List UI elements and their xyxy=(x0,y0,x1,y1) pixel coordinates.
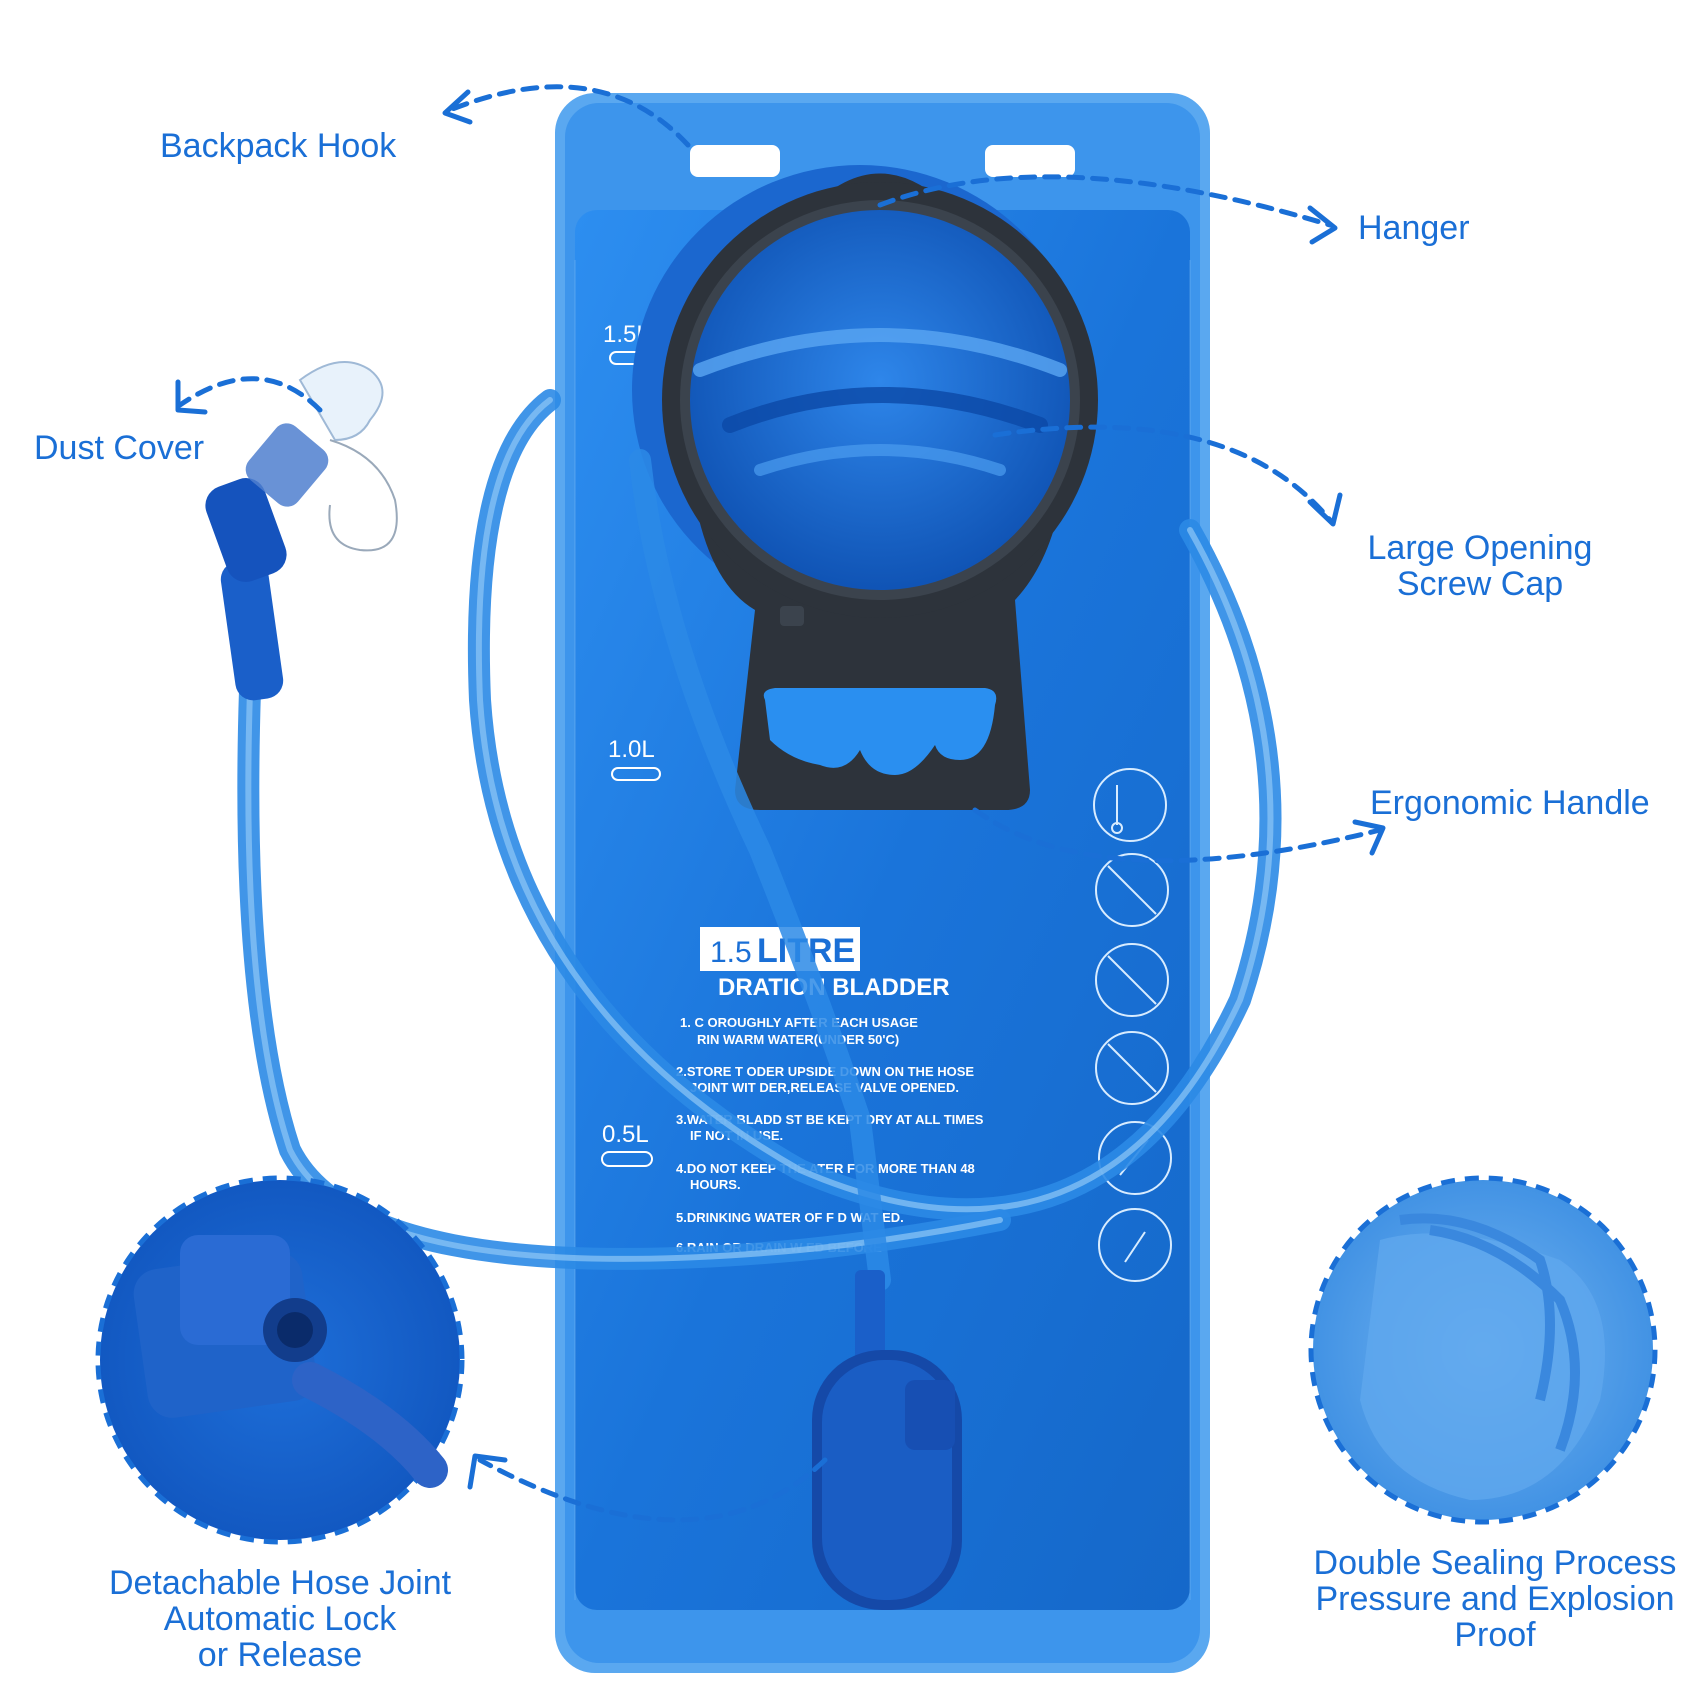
hanger-arrow xyxy=(877,174,1333,228)
instruction-line: 5.DRINKING WATER OF F D WAT ED. xyxy=(676,1210,904,1225)
dust-cover-cap xyxy=(298,361,384,442)
hanger-label: Hanger xyxy=(1358,209,1470,247)
double-sealing-detail xyxy=(1308,1175,1658,1525)
screw-cap-label-line: Screw Cap xyxy=(1396,565,1564,603)
quick-release-connector xyxy=(812,1270,962,1610)
backpack-hook-label: Backpack Hook xyxy=(160,127,397,165)
no-drinks-icon xyxy=(1095,943,1169,1017)
capacity-mark-1-0: 1.0L xyxy=(608,736,655,763)
hose-joint-label-line: Automatic Lock xyxy=(163,1600,397,1638)
instruction-line: 1. C OROUGHLY AFTER EACH USAGE xyxy=(680,1015,918,1030)
instruction-line: 4.DO NOT KEEP THE ATER FOR MORE THAN 48 xyxy=(676,1161,975,1176)
dust-cover-arrow xyxy=(177,376,323,413)
bite-valve xyxy=(205,361,398,701)
capacity-number: 1.5 xyxy=(710,936,752,969)
handle-arrow xyxy=(972,807,1383,864)
sealing-label: Double Sealing Process Pressure and Expl… xyxy=(1290,1545,1700,1653)
hose-joint-detail xyxy=(95,1175,465,1545)
screw-cap-label-line: Large Opening xyxy=(1367,529,1593,567)
instruction-line: 3.WATER BLADD ST BE KEPT DRY AT ALL TIME… xyxy=(676,1112,984,1127)
hose-connect-icon xyxy=(1098,1121,1172,1195)
instruction-line: HOURS. xyxy=(690,1177,741,1192)
sealing-label-line: Double Sealing Process xyxy=(1313,1544,1677,1582)
screw-cap-label: Large Opening Screw Cap xyxy=(1350,530,1610,602)
sealing-label-line: Proof xyxy=(1454,1616,1536,1654)
callout-arrows xyxy=(177,84,1383,1523)
temperature-icon xyxy=(1093,768,1167,842)
handle-label: Ergonomic Handle xyxy=(1370,784,1650,822)
dust-cover-label: Dust Cover xyxy=(34,429,205,467)
hose-joint-label: Detachable Hose Joint Automatic Lock or … xyxy=(70,1565,490,1673)
hose-joint-label-line: Detachable Hose Joint xyxy=(108,1564,452,1602)
capacity-mark-0-5: 0.5L xyxy=(602,1121,649,1148)
arrow-heads xyxy=(175,89,1386,1490)
instruction-line: JOINT WIT DER,RELEASE VALVE OPENED. xyxy=(690,1080,959,1095)
handle-grip-opening xyxy=(763,688,997,775)
valve-icon xyxy=(1098,1208,1172,1282)
hose-joint-label-line: or Release xyxy=(197,1636,363,1674)
screw-cap-arrow xyxy=(992,424,1333,523)
backpack-hook-arrow xyxy=(447,84,691,148)
no-dishwasher-icon xyxy=(1095,853,1169,927)
instruction-line: RIN WARM WATER(UNDER 50'C) xyxy=(697,1032,899,1047)
bladder-title: DRATION BLADDER xyxy=(718,974,950,1001)
screw-cap xyxy=(632,165,1098,810)
sealing-label-line: Pressure and Explosion xyxy=(1315,1580,1675,1618)
backpack-hook-slot xyxy=(690,145,780,177)
no-milk-icon xyxy=(1095,1031,1169,1105)
dust-cover-strap xyxy=(328,439,398,552)
backpack-hook-slot xyxy=(985,145,1075,177)
instruction-line: 2.STORE T ODER UPSIDE DOWN ON THE HOSE xyxy=(676,1064,974,1079)
